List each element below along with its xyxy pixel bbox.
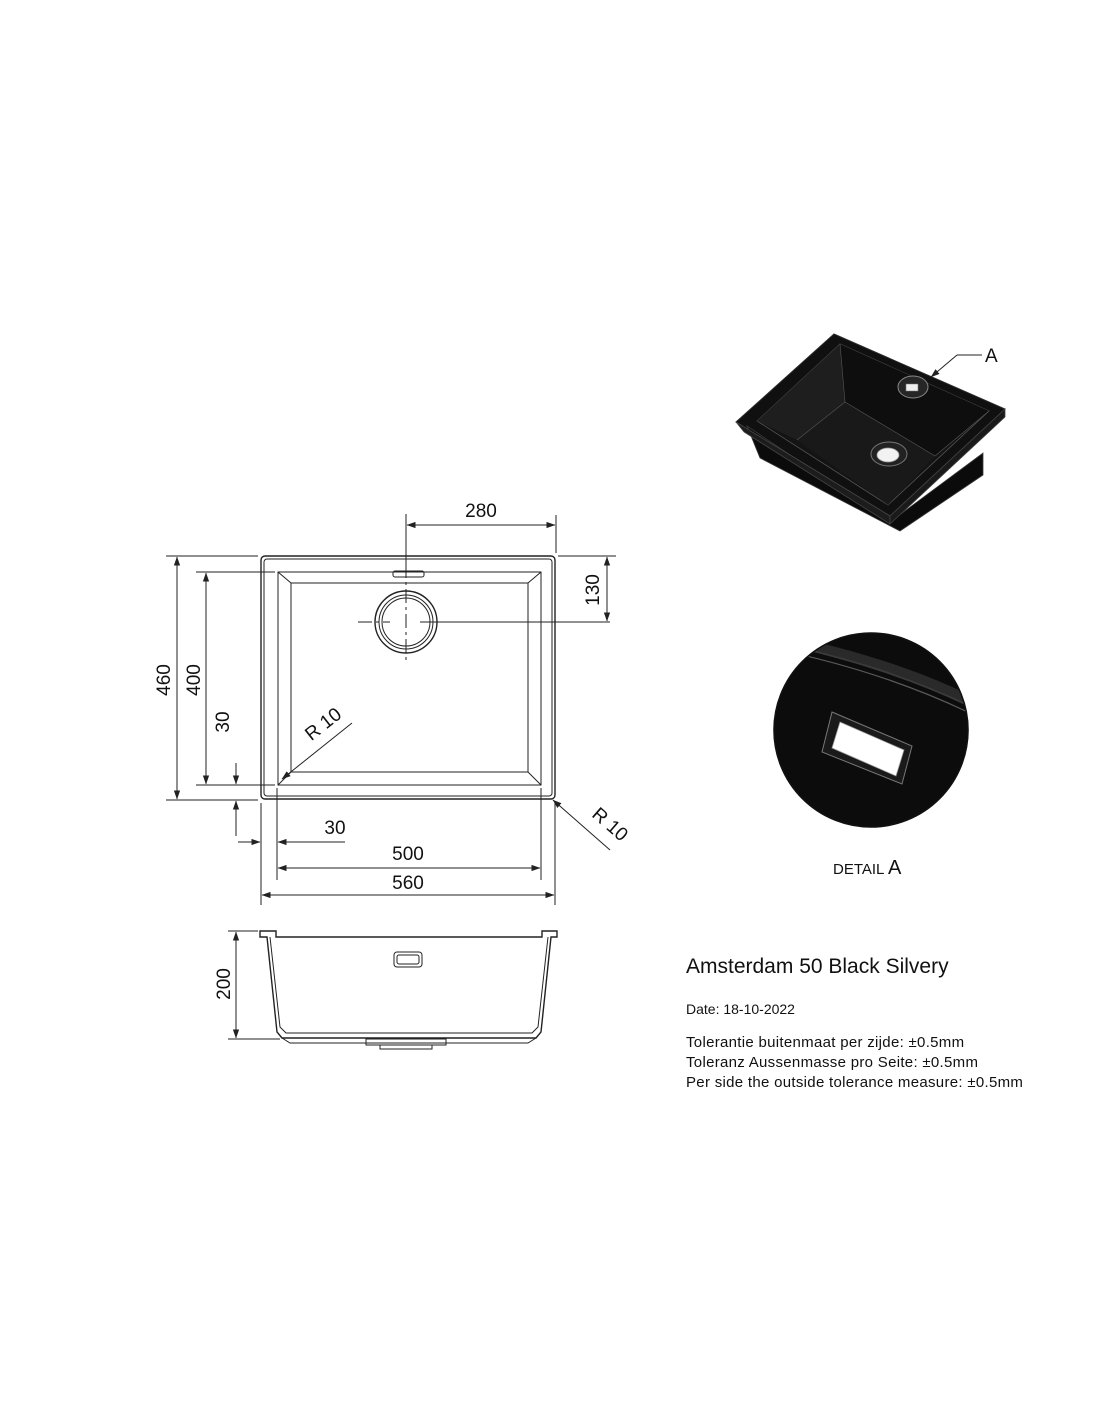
dim-560: 560 bbox=[261, 873, 555, 899]
tolerance-de: Toleranz Aussenmasse pro Seite: ±0.5mm bbox=[686, 1054, 979, 1071]
detail-a-caption: DETAIL A bbox=[833, 857, 901, 880]
dim-460: 460 bbox=[154, 555, 258, 801]
drawing-date: Date: 18-10-2022 bbox=[686, 1001, 795, 1017]
tolerance-en: Per side the outside tolerance measure: … bbox=[686, 1074, 1024, 1091]
dim-30-horizontal: 30 bbox=[238, 788, 556, 905]
detail-callout-letter: A bbox=[985, 346, 998, 367]
dim-200: 200 bbox=[214, 930, 280, 1040]
tolerance-notes: Tolerantie buitenmaat per zijde: ±0.5mm … bbox=[686, 1033, 1096, 1093]
isometric-sink: A bbox=[735, 333, 1006, 532]
detail-label-letter: A bbox=[888, 857, 902, 879]
dim-200-label: 200 bbox=[214, 968, 235, 1000]
detail-a-view bbox=[773, 632, 969, 828]
dim-500-label: 500 bbox=[392, 844, 424, 865]
dim-r10-outer: R 10 bbox=[552, 799, 632, 851]
dim-280: 280 bbox=[405, 501, 557, 570]
drain-circle bbox=[358, 514, 610, 660]
dim-r10-outer-label: R 10 bbox=[588, 804, 632, 846]
dim-500: 500 bbox=[277, 844, 541, 872]
detail-label-text: DETAIL bbox=[833, 861, 884, 878]
dim-30-horizontal-label: 30 bbox=[324, 818, 345, 839]
dim-460-label: 460 bbox=[154, 664, 175, 696]
top-view bbox=[260, 514, 610, 800]
dim-560-label: 560 bbox=[392, 873, 424, 894]
dim-400: 400 bbox=[184, 571, 275, 786]
dim-30-vertical: 30 bbox=[213, 711, 240, 836]
tolerance-nl: Tolerantie buitenmaat per zijde: ±0.5mm bbox=[686, 1034, 965, 1051]
dim-130-label: 130 bbox=[583, 574, 604, 606]
dim-130: 130 bbox=[558, 555, 616, 622]
dim-r10-inner: R 10 bbox=[281, 704, 353, 780]
dim-280-label: 280 bbox=[465, 501, 497, 522]
side-view bbox=[259, 930, 558, 1050]
dim-400-label: 400 bbox=[184, 664, 205, 696]
dim-30-vertical-label: 30 bbox=[213, 711, 234, 732]
dim-r10-inner-label: R 10 bbox=[301, 704, 346, 745]
product-title: Amsterdam 50 Black Silvery bbox=[686, 955, 949, 978]
product-info: Amsterdam 50 Black Silvery Date: 18-10-2… bbox=[686, 955, 1096, 1093]
